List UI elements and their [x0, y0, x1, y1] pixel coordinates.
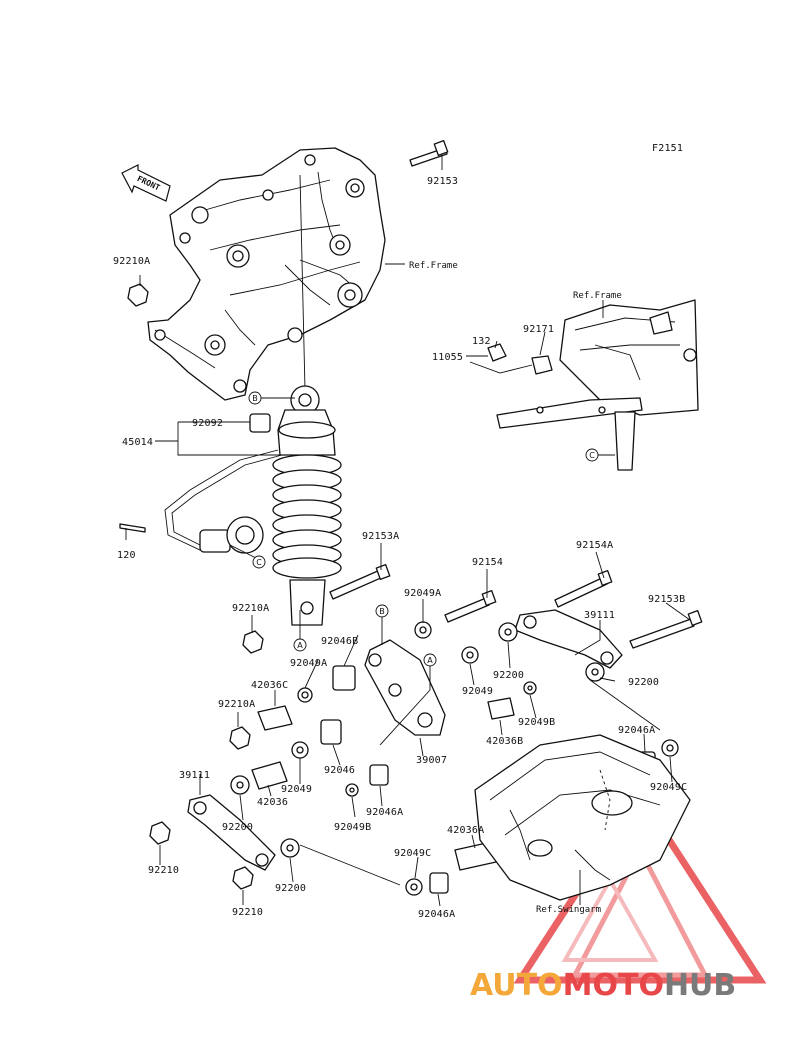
- callout-92210a-bottom: 92210A: [218, 699, 255, 710]
- marker-c-2: C: [589, 451, 595, 460]
- callout-92049c-right: 92049C: [650, 782, 687, 793]
- callout-92171: 92171: [523, 324, 554, 335]
- callout-92210-a: 92210: [148, 865, 179, 876]
- callout-92153a: 92153A: [362, 531, 399, 542]
- frame-drawing: [147, 147, 386, 401]
- callout-39007: 39007: [416, 755, 447, 766]
- callout-92049-right: 92049: [462, 686, 493, 697]
- frame-detail-drawing: [469, 299, 699, 471]
- svg-text:AUTOMOTOHUB: AUTOMOTOHUB: [470, 968, 736, 1003]
- watermark-part-hub: HUB: [664, 968, 736, 1003]
- front-direction-arrow: FRONT: [121, 164, 171, 202]
- watermark-text: AUTOMOTOHUB: [470, 968, 736, 1003]
- callout-92046: 92046: [324, 765, 355, 776]
- callout-92210-b: 92210: [232, 907, 263, 918]
- callout-92153b: 92153B: [648, 594, 685, 605]
- callout-92092: 92092: [192, 418, 223, 429]
- diagram-code: F2151: [652, 143, 683, 154]
- callout-92049-left: 92049: [281, 784, 312, 795]
- reference-markers: A A B B C C: [248, 391, 599, 667]
- callout-92154a: 92154A: [576, 540, 613, 551]
- callout-92200-a: 92200: [493, 670, 524, 681]
- callout-42036: 42036: [257, 797, 288, 808]
- callout-ref-swingarm: Ref.Swingarm: [536, 905, 601, 915]
- callout-92200-d: 92200: [275, 883, 306, 894]
- callout-42036a: 42036A: [447, 825, 484, 836]
- callout-92049a-left: 92049A: [290, 658, 327, 669]
- callout-42036c: 42036C: [251, 680, 288, 691]
- marker-b-1: B: [252, 394, 258, 403]
- leader-lines: [125, 155, 691, 907]
- callout-92049b-right: 92049B: [518, 717, 555, 728]
- callout-92049c-bottom: 92049C: [394, 848, 431, 859]
- callout-92046a-right: 92046A: [618, 725, 655, 736]
- callout-42036b: 42036B: [486, 736, 523, 747]
- watermark-part-auto: AUTO: [470, 968, 563, 1003]
- callout-11055: 11055: [432, 352, 463, 363]
- callout-92049a-right: 92049A: [404, 588, 441, 599]
- callout-92210a-top: 92210A: [113, 256, 150, 267]
- marker-a-1: A: [297, 641, 303, 650]
- watermark-part-moto: MOTO: [563, 968, 664, 1003]
- callout-92046a-bottom: 92046A: [418, 909, 455, 920]
- linkage-drawing: [119, 140, 703, 896]
- callout-92154: 92154: [472, 557, 503, 568]
- callout-92046a-mid: 92046A: [366, 807, 403, 818]
- callout-92210a-mid: 92210A: [232, 603, 269, 614]
- shock-spring: [272, 454, 342, 579]
- callout-92200-c: 92200: [222, 822, 253, 833]
- marker-a-2: A: [427, 656, 433, 665]
- shock-absorber-drawing: [164, 385, 342, 626]
- callout-92153: 92153: [427, 176, 458, 187]
- callout-ref-frame-1: Ref.Frame: [409, 261, 458, 271]
- callout-labels: F2151 92153 Ref.Frame 92210A Ref.Frame 1…: [113, 143, 687, 920]
- swingarm-drawing: [474, 734, 691, 901]
- callout-92200-b: 92200: [628, 677, 659, 688]
- marker-b-2: B: [379, 607, 385, 616]
- callout-39111-right: 39111: [584, 610, 615, 621]
- callout-ref-frame-2: Ref.Frame: [573, 291, 622, 301]
- marker-c-1: C: [256, 558, 262, 567]
- callout-92046b: 92046B: [321, 636, 358, 647]
- callout-132: 132: [472, 336, 491, 347]
- callout-45014: 45014: [122, 437, 153, 448]
- callout-92049b-left: 92049B: [334, 822, 371, 833]
- callout-39111-left: 39111: [179, 770, 210, 781]
- callout-120: 120: [117, 550, 136, 561]
